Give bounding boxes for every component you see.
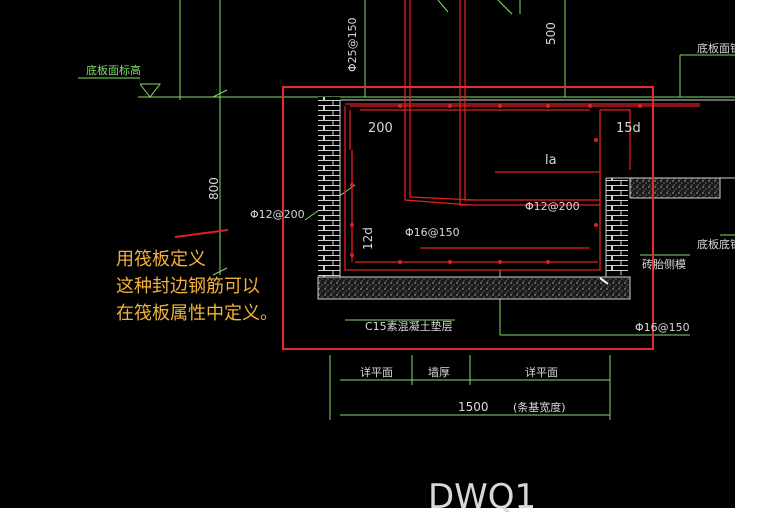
label-c15-cushion: C15素混凝土垫层 <box>365 319 453 333</box>
label-wall-thickness: 墙厚 <box>428 365 450 379</box>
concrete-outline <box>339 99 735 277</box>
dim-500: 500 <box>544 22 558 45</box>
label-slab-bottom-elevation: 底板面标高 <box>86 63 141 77</box>
dim-12d: 12d <box>361 227 375 250</box>
dim-200: 200 <box>368 121 393 136</box>
annotation-note: 用筏板定义 这种封边钢筋可以 在筏板属性中定义。 <box>116 246 278 327</box>
dim-la: la <box>545 153 557 168</box>
dim-1500: 1500 <box>458 400 489 414</box>
drawing-code: DWQ1 <box>428 477 536 512</box>
label-slab-top-rebar: 底板面钢 <box>697 41 741 55</box>
cad-drawing-canvas: 200 15d la 800 500 12d Φ25@150 Φ12@200 Φ… <box>0 0 741 512</box>
left-brick-wall <box>318 97 340 277</box>
label-see-plan-left: 详平面 <box>360 365 393 379</box>
dim-800: 800 <box>207 177 221 200</box>
rebar-bottom-right: Φ16@150 <box>635 321 690 334</box>
c15-cushion-layer <box>317 276 631 300</box>
right-margin <box>735 0 773 508</box>
rebar-left-side: Φ12@200 <box>250 208 305 221</box>
label-see-plan-right: 详平面 <box>525 365 558 379</box>
slab-cushion-layer <box>629 177 721 199</box>
annotation-line-1: 用筏板定义 <box>116 249 206 270</box>
annotation-arrow <box>174 229 229 238</box>
cursor-mark <box>599 277 609 285</box>
label-brick-side-form: 砖胎侧模 <box>642 257 686 271</box>
highlight-box <box>282 86 654 350</box>
annotation-line-2: 这种封边钢筋可以 <box>116 276 260 297</box>
foundation-detail-drawing: 200 15d la 800 500 12d Φ25@150 Φ12@200 Φ… <box>78 0 741 512</box>
label-strip-width: (条基宽度) <box>513 400 566 414</box>
dim-15d: 15d <box>616 121 641 136</box>
rebar-top-vertical: Φ25@150 <box>346 17 359 72</box>
dimension-lines <box>78 0 735 420</box>
right-brick-wall <box>606 178 628 275</box>
label-slab-bottom-rebar: 底板底钢 <box>697 237 741 251</box>
rebar-lines <box>344 0 700 271</box>
annotation-line-3: 在筏板属性中定义。 <box>116 303 278 324</box>
rebar-middle-left: Φ16@150 <box>405 226 460 239</box>
rebar-middle-right: Φ12@200 <box>525 200 580 213</box>
rebar-dots <box>350 104 642 264</box>
